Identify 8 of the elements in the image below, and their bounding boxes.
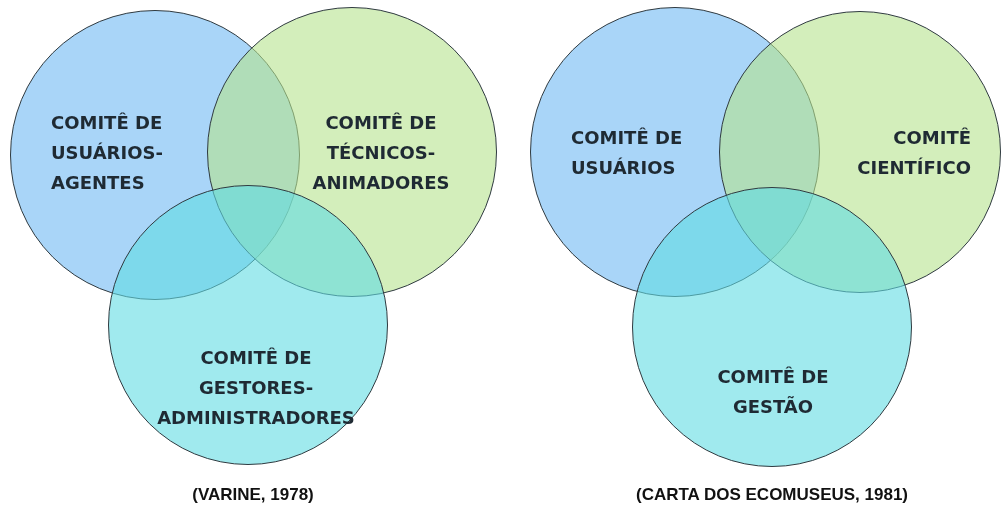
circle-label: COMITÊ DE GESTORES-ADMINISTRADORES xyxy=(156,346,356,430)
circle-label: COMITÊ CIENTÍFICO xyxy=(856,126,971,180)
circle-label: COMITÊ DE TÉCNICOS-ANIMADORES xyxy=(311,111,451,195)
source-caption: (CARTA DOS ECOMUSEUS, 1981) xyxy=(636,484,908,506)
circle-label: COMITÊ DE GESTÃO xyxy=(716,365,830,419)
source-caption: (VARINE, 1978) xyxy=(192,484,314,506)
circle-label: COMITÊ DE USUÁRIOS-AGENTES xyxy=(51,111,164,195)
circle-label: COMITÊ DE USUÁRIOS xyxy=(571,126,684,180)
